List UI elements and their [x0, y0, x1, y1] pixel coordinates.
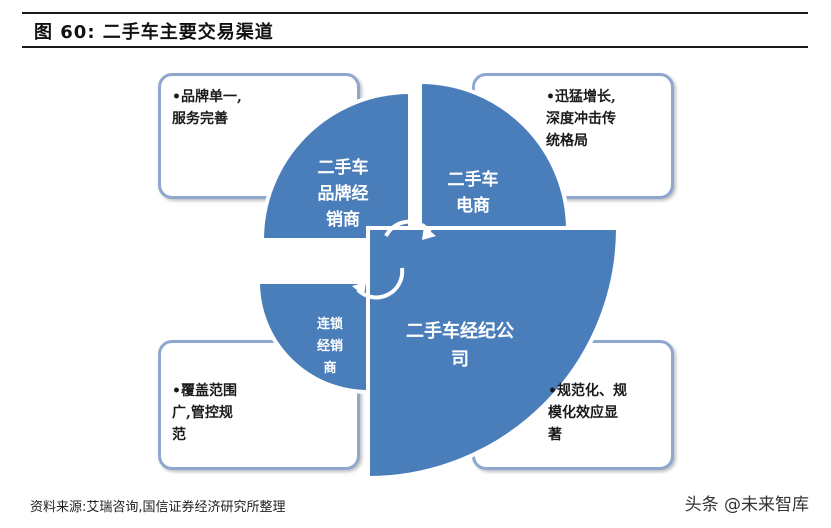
box-bottom-right-text: •规范化、规 模化效应显 著: [548, 383, 627, 443]
arrow-arc-bottom: [356, 267, 405, 300]
title-top-rule: [22, 12, 808, 14]
segment-label-ecommerce: 二手车 电商: [447, 170, 499, 216]
box-top-right: [472, 73, 674, 199]
arrow-head-bottom: [352, 282, 366, 296]
segment-brokerage: [366, 226, 621, 481]
segment-label-chain-dealer: 连锁 经销 商: [316, 317, 343, 376]
arrow-head-top: [422, 226, 436, 240]
segment-label-brand-dealer: 二手车 品牌经 销商: [317, 158, 369, 230]
title-bottom-rule: [22, 46, 808, 48]
source-note: 资料来源:艾瑞咨询,国信证券经济研究所整理: [30, 500, 286, 515]
segment-brand-dealer: [259, 89, 412, 242]
watermark: 头条 @未来智库: [684, 495, 809, 515]
figure-title: 图 60: 二手车主要交易渠道: [34, 22, 274, 43]
segment-ecommerce: [418, 79, 571, 232]
box-top-right-text: •迅猛增长, 深度冲击传 统格局: [546, 89, 616, 149]
box-top-left-text: •品牌单一, 服务完善: [172, 89, 242, 127]
segment-chain-dealer: [255, 280, 370, 395]
box-bottom-left-text: •覆盖范围 广,管控规 范: [172, 383, 237, 443]
segment-label-brokerage: 二手车经纪公 司: [406, 321, 514, 370]
